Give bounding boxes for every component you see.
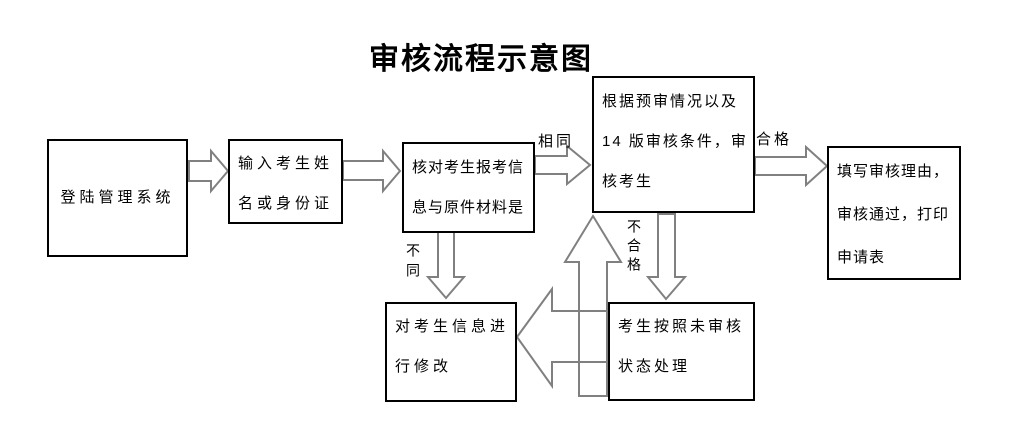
node-line: 申请表 (837, 249, 886, 266)
node-line: 对考生信息进 (395, 318, 510, 335)
node-verify-info: 核对考生报考信 息与原件材料是 (402, 142, 535, 233)
edge-label-unqualified: 不合格 (626, 219, 642, 276)
node-line: 核考生 (602, 173, 654, 190)
arrow-up-to-audit (563, 214, 623, 397)
node-line: 核对考生报考信 (412, 159, 525, 176)
node-line: 根据预审情况以及 (602, 93, 739, 110)
arrow-login-to-input (188, 148, 230, 194)
arrow-audit-to-approve (754, 144, 829, 188)
arrow-unaudited-to-modify (515, 285, 608, 390)
arrow-verify-to-modify (425, 229, 467, 300)
arrow-input-to-verify (342, 148, 402, 194)
node-unaudited-status: 考生按照未审核 状态处理 (608, 302, 755, 401)
node-line: 状态处理 (618, 358, 691, 375)
arrow-audit-to-unaudited (645, 213, 688, 301)
node-line: 名或身份证 (238, 195, 334, 212)
node-line: 填写审核理由， (837, 163, 950, 180)
node-line: 息与原件材料是 (412, 199, 525, 216)
node-input-candidate: 输入考生姓 名或身份证 (228, 139, 343, 224)
node-line: 行修改 (395, 358, 453, 375)
node-audit-candidate: 根据预审情况以及 14 版审核条件，审 核考生 (592, 76, 755, 213)
node-line: 登陆管理系统 (60, 189, 175, 206)
node-line: 输入考生姓 (238, 155, 334, 172)
node-line: 考生按照未审核 (618, 318, 745, 335)
node-modify-info: 对考生信息进 行修改 (385, 302, 517, 402)
node-line: 审核通过，打印 (837, 206, 950, 223)
edge-label-different: 不同 (405, 243, 421, 283)
node-login-system: 登陆管理系统 (47, 139, 188, 257)
edge-label-same: 相同 (538, 133, 575, 150)
arrow-verify-to-audit (534, 143, 592, 187)
edge-label-qualified: 合格 (756, 131, 793, 148)
node-line: 14 版审核条件，审 (602, 133, 748, 150)
node-fill-audit-reason: 填写审核理由， 审核通过，打印 申请表 (827, 146, 961, 280)
diagram-title: 审核流程示意图 (369, 43, 593, 76)
